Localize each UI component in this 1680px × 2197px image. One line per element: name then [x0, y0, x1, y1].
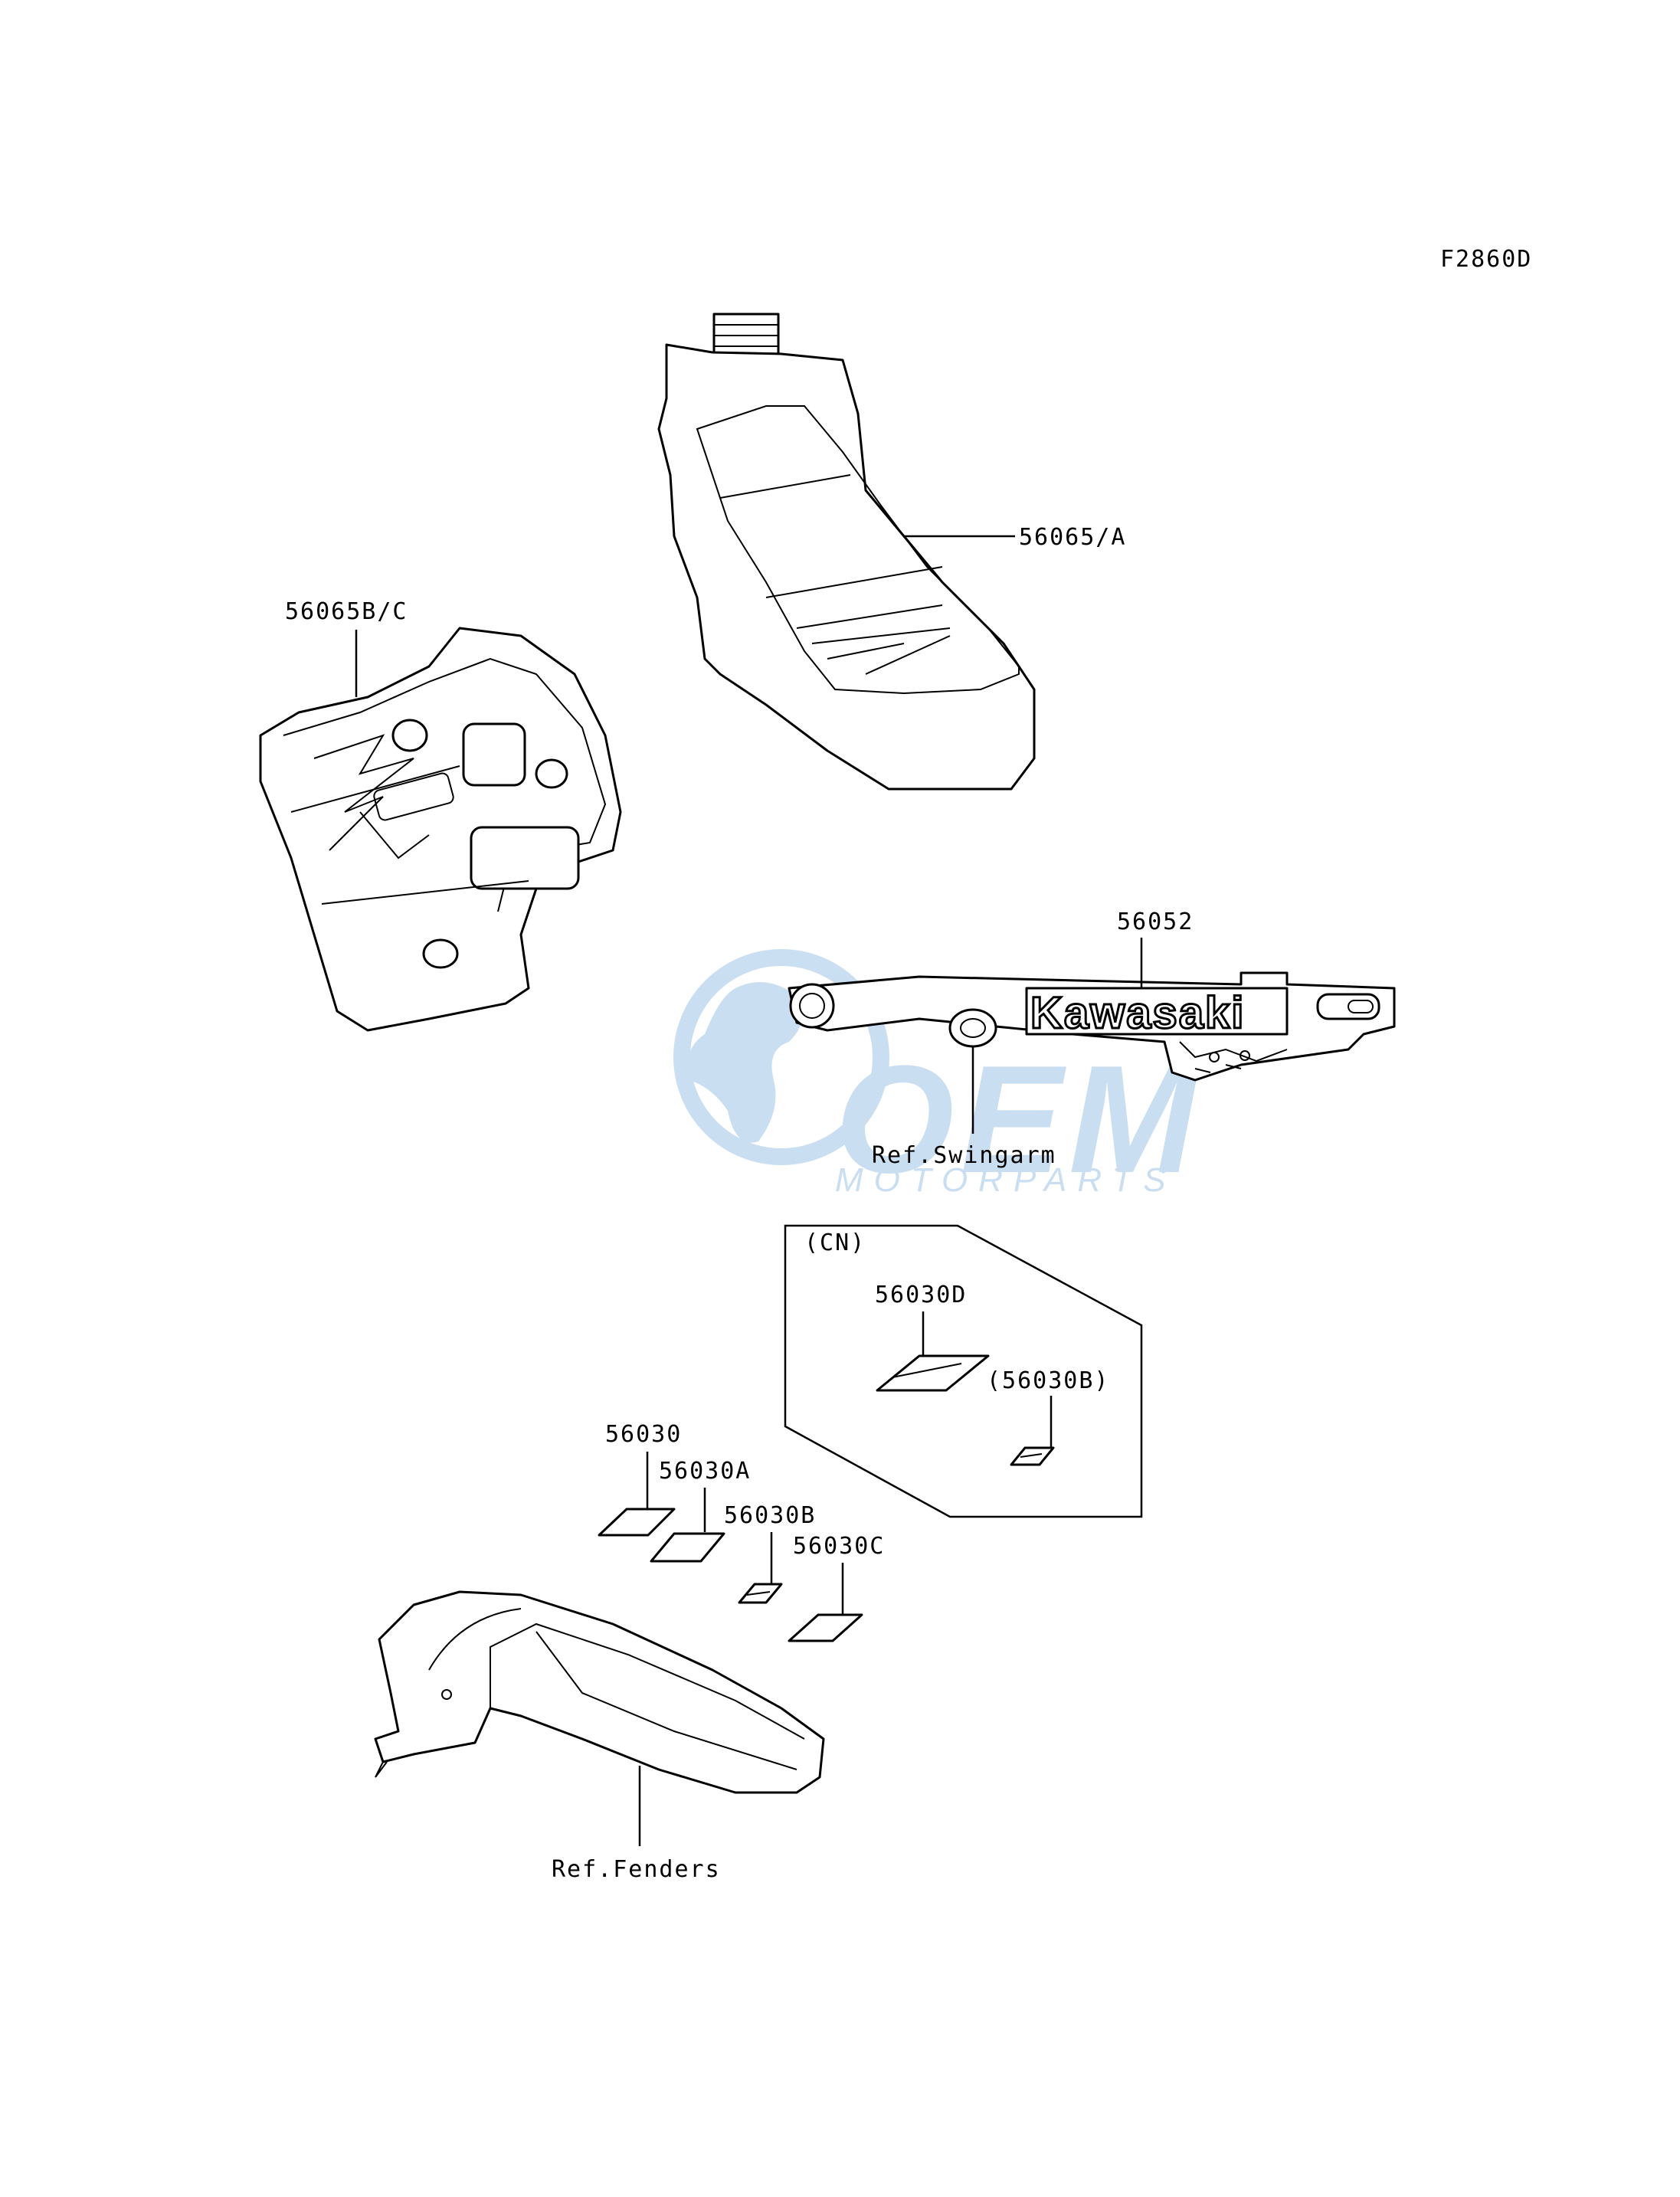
callout-56065-b-c: 56065B/C: [285, 598, 408, 625]
watermark-globe: [673, 949, 889, 1165]
label-56030-shape: [598, 1508, 676, 1537]
brand-decal-text: Kawasaki: [1030, 988, 1245, 1038]
watermark-logo: OEM MOTORPARTS: [673, 949, 1203, 1205]
swingarm-illustration: Kawasaki: [788, 971, 1396, 1082]
side-cover-illustration: [259, 627, 622, 1032]
fuel-tank-illustration: [657, 313, 1036, 791]
fender-illustration: [374, 1590, 825, 1794]
watermark-title: OEM: [835, 1034, 1203, 1205]
label-56030d-shape: [876, 1354, 990, 1392]
figure-code: F2860D: [1440, 246, 1532, 273]
callout-56030d: 56030D: [875, 1282, 967, 1308]
callout-swingarm-ref: Ref.Swingarm: [872, 1142, 1056, 1169]
callout-56030b: 56030B: [724, 1502, 816, 1529]
callout-56030a: 56030A: [659, 1458, 751, 1485]
label-56030a-shape: [650, 1532, 725, 1563]
label-56030b-cn-shape: [1010, 1446, 1055, 1466]
callout-56065-a: 56065/A: [1019, 524, 1126, 551]
callout-56052: 56052: [1117, 909, 1194, 935]
callout-56030b-cn: (56030B): [987, 1367, 1110, 1394]
callout-56030c: 56030C: [793, 1533, 885, 1560]
watermark-continents: [687, 982, 803, 1143]
watermark-subtitle: MOTORPARTS: [835, 1161, 1177, 1199]
callout-56030: 56030: [605, 1421, 682, 1448]
cn-group-label: (CN): [804, 1229, 866, 1256]
cn-group-box: (CN) 56030D (56030B): [784, 1224, 1143, 1518]
callout-fenders-ref: Ref.Fenders: [552, 1856, 721, 1883]
label-56030c-shape: [788, 1613, 863, 1642]
